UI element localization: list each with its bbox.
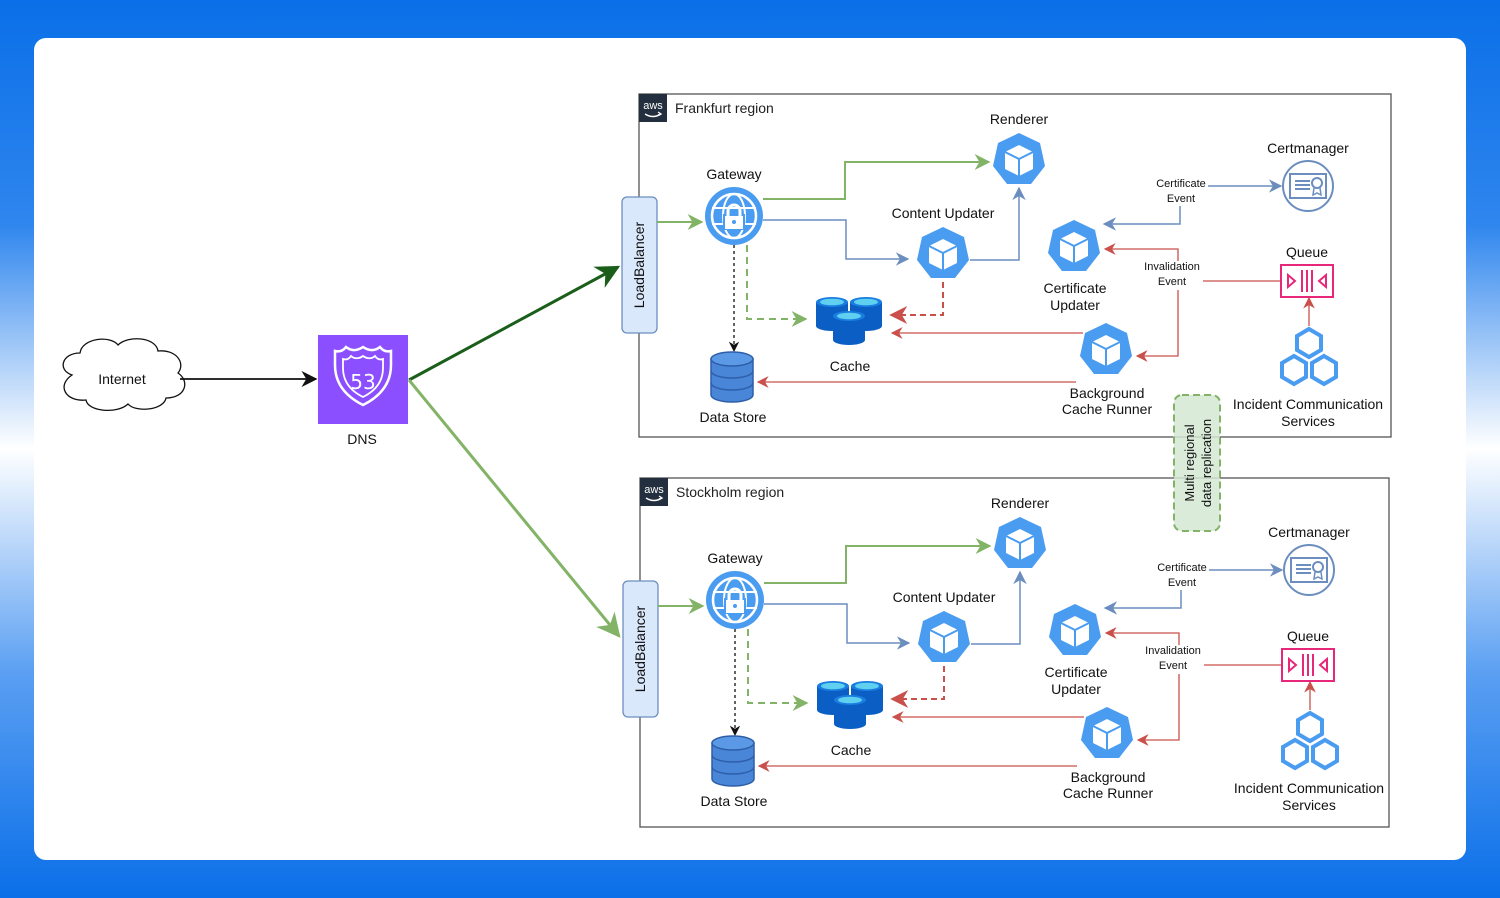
diagram-canvas xyxy=(34,38,1466,860)
renderer-label: Renderer xyxy=(991,495,1050,511)
invalidation-event-label-line2: Event xyxy=(1158,276,1186,288)
content-updater-pod-icon[interactable] xyxy=(917,610,971,663)
edge-invalidation-to-runner xyxy=(1136,674,1180,746)
certmanager-label: Certmanager xyxy=(1268,524,1350,540)
incident-services-icon[interactable] xyxy=(1282,329,1336,384)
edge-invalidation-to-certupdater xyxy=(1103,243,1179,261)
aws-logo-icon: aws xyxy=(639,477,669,507)
queue-icon[interactable] xyxy=(1281,648,1335,682)
certificate-updater-pod-icon[interactable] xyxy=(1048,603,1102,656)
certificate-updater-label-line2: Updater xyxy=(1050,297,1100,313)
cache-label: Cache xyxy=(830,358,871,374)
certmanager-label: Certmanager xyxy=(1267,140,1349,156)
incident-services-label-line1: Incident Communication xyxy=(1234,780,1384,796)
edge-content-updater-to-renderer xyxy=(971,570,1027,645)
incident-services-label-line1: Incident Communication xyxy=(1233,396,1383,412)
edge-cert-event-to-certupdater xyxy=(1102,206,1181,231)
gateway-icon[interactable] xyxy=(703,185,765,247)
edge-gateway-to-content-updater xyxy=(763,219,910,266)
content-updater-label: Content Updater xyxy=(893,589,996,605)
edge-dns-to-stockholm xyxy=(407,379,621,638)
certificate-updater-pod-icon[interactable] xyxy=(1047,219,1101,272)
svg-text:aws: aws xyxy=(644,484,664,496)
region-frankfurt: aws Frankfurt region LoadBalancer xyxy=(621,93,1392,438)
region-title: Frankfurt region xyxy=(675,100,774,116)
certificate-event-label-line2: Event xyxy=(1168,577,1196,589)
datastore-icon[interactable] xyxy=(710,351,754,403)
certmanager-icon[interactable] xyxy=(1283,544,1335,596)
cache-icon[interactable] xyxy=(816,297,882,345)
route53-badge: 53 xyxy=(350,370,375,394)
background-runner-label-line1: Background xyxy=(1070,385,1145,401)
edge-content-updater-to-renderer xyxy=(970,186,1026,261)
dns-label: DNS xyxy=(347,431,377,447)
content-updater-pod-icon[interactable] xyxy=(916,226,970,279)
datastore-icon[interactable] xyxy=(711,735,755,787)
edge-gateway-to-content-updater xyxy=(764,603,911,650)
replication-label-line1: Multi regional xyxy=(1182,424,1197,501)
region-title: Stockholm region xyxy=(676,484,784,500)
aws-logo-icon: aws xyxy=(638,93,668,123)
loadbalancer[interactable]: LoadBalancer xyxy=(622,580,659,718)
replication-label-line2: data replication xyxy=(1199,419,1214,507)
route53-icon xyxy=(318,335,408,424)
background-runner-pod-icon[interactable] xyxy=(1079,322,1133,375)
incident-services-label-line2: Services xyxy=(1281,413,1335,429)
background-runner-pod-icon[interactable] xyxy=(1080,706,1134,759)
region-stockholm: aws Stockholm region LoadBalancer xyxy=(622,477,1390,828)
loadbalancer-label: LoadBalancer xyxy=(631,221,647,308)
invalidation-event-label-line1: Invalidation xyxy=(1145,645,1201,657)
gateway-icon[interactable] xyxy=(704,569,766,631)
edge-invalidation-to-runner xyxy=(1135,290,1179,362)
gateway-label: Gateway xyxy=(707,550,762,566)
svg-text:aws: aws xyxy=(643,100,663,112)
invalidation-event-label-line2: Event xyxy=(1159,660,1187,672)
invalidation-event-label-line1: Invalidation xyxy=(1144,261,1200,273)
multi-regional-replication: Multi regional data replication xyxy=(1173,394,1221,532)
edge-dns-to-frankfurt xyxy=(408,265,621,382)
queue-label: Queue xyxy=(1286,244,1328,260)
background-runner-label-line2: Cache Runner xyxy=(1062,401,1153,417)
edge-cert-event-to-certupdater xyxy=(1103,590,1182,615)
certificate-updater-label-line2: Updater xyxy=(1051,681,1101,697)
background-runner-label-line2: Cache Runner xyxy=(1063,785,1154,801)
certificate-event-label-line1: Certificate xyxy=(1156,178,1206,190)
edge-content-updater-to-cache xyxy=(889,282,944,324)
edge-invalidation-to-certupdater xyxy=(1104,627,1180,645)
internet-cloud: Internet xyxy=(62,338,186,411)
edge-gateway-to-cache xyxy=(747,629,809,711)
cache-icon[interactable] xyxy=(817,681,883,729)
edge-content-updater-to-cache xyxy=(890,666,945,708)
internet-label: Internet xyxy=(98,371,146,387)
certmanager-icon[interactable] xyxy=(1282,160,1334,212)
loadbalancer-label: LoadBalancer xyxy=(632,605,648,692)
edge-gateway-to-renderer xyxy=(764,538,992,584)
certificate-updater-label-line1: Certificate xyxy=(1044,664,1107,680)
incident-services-icon[interactable] xyxy=(1283,713,1337,768)
content-updater-label: Content Updater xyxy=(892,205,995,221)
cache-label: Cache xyxy=(831,742,872,758)
datastore-label: Data Store xyxy=(700,409,767,425)
incident-services-label-line2: Services xyxy=(1282,797,1336,813)
queue-label: Queue xyxy=(1287,628,1329,644)
queue-icon[interactable] xyxy=(1280,264,1334,298)
background-runner-label-line1: Background xyxy=(1071,769,1146,785)
renderer-pod-icon[interactable] xyxy=(992,132,1046,185)
edge-gateway-to-cache xyxy=(746,245,808,327)
loadbalancer[interactable]: LoadBalancer xyxy=(621,196,658,334)
datastore-label: Data Store xyxy=(701,793,768,809)
renderer-pod-icon[interactable] xyxy=(993,516,1047,569)
renderer-label: Renderer xyxy=(990,111,1049,127)
regions: aws Frankfurt region LoadBalancer xyxy=(621,93,1392,828)
certificate-event-label-line2: Event xyxy=(1167,193,1195,205)
certificate-event-label-line1: Certificate xyxy=(1157,562,1207,574)
dns-route53[interactable]: 53 xyxy=(318,335,408,424)
edge-gateway-to-renderer xyxy=(763,154,991,200)
certificate-updater-label-line1: Certificate xyxy=(1043,280,1106,296)
gateway-label: Gateway xyxy=(706,166,761,182)
